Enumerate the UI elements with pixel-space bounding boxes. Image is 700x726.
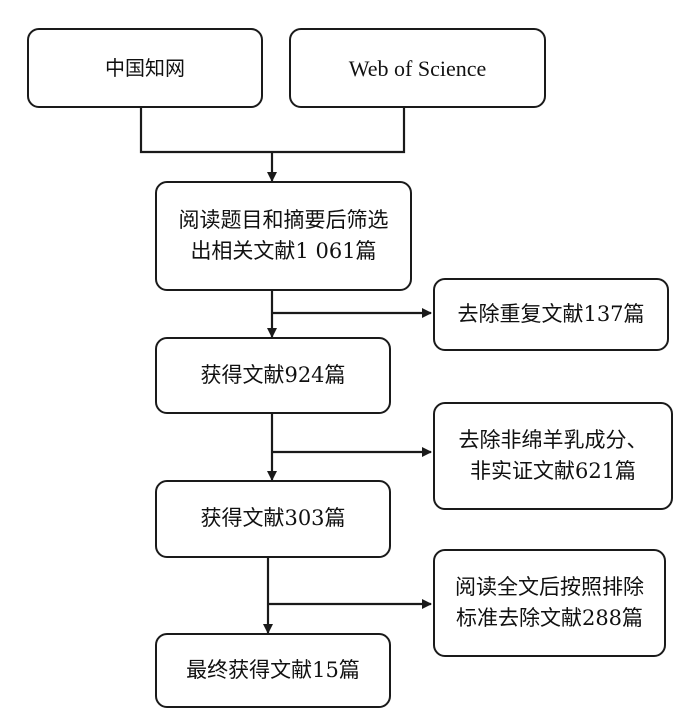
source-merge-line xyxy=(139,108,406,154)
non-milk-line-1: 去除非绵羊乳成分、 xyxy=(458,427,648,452)
non-milk-box: 去除非绵羊乳成分、 非实证文献621篇 xyxy=(433,402,673,510)
got-303-box: 获得文献303篇 xyxy=(155,480,391,558)
source-label-cnki: 中国知网 xyxy=(105,56,185,80)
got-924-box: 获得文献924篇 xyxy=(155,337,391,414)
fulltext-exclusion-line-1: 阅读全文后按照排除 xyxy=(455,574,644,599)
screening-box: 阅读题目和摘要后筛选 出相关文献1 061篇 xyxy=(155,181,412,291)
fulltext-exclusion-line-2: 标准去除文献288篇 xyxy=(455,606,644,630)
got-924-label: 获得文献924篇 xyxy=(200,362,346,387)
source-box-wos: Web of Science xyxy=(289,28,546,108)
got-303-label: 获得文献303篇 xyxy=(200,506,346,531)
duplicates-label: 去除重复文献137篇 xyxy=(457,301,645,326)
source-label-wos: Web of Science xyxy=(348,55,487,81)
final-label: 最终获得文献15篇 xyxy=(186,657,360,682)
final-box: 最终获得文献15篇 xyxy=(155,633,391,708)
non-milk-line-2: 非实证文献621篇 xyxy=(469,459,637,483)
fulltext-exclusion-box: 阅读全文后按照排除 标准去除文献288篇 xyxy=(433,549,666,657)
screening-line-2: 出相关文献1 061篇 xyxy=(190,239,377,263)
source-box-cnki: 中国知网 xyxy=(27,28,263,108)
screening-line-1: 阅读题目和摘要后筛选 xyxy=(178,207,389,232)
duplicates-box: 去除重复文献137篇 xyxy=(433,278,669,351)
